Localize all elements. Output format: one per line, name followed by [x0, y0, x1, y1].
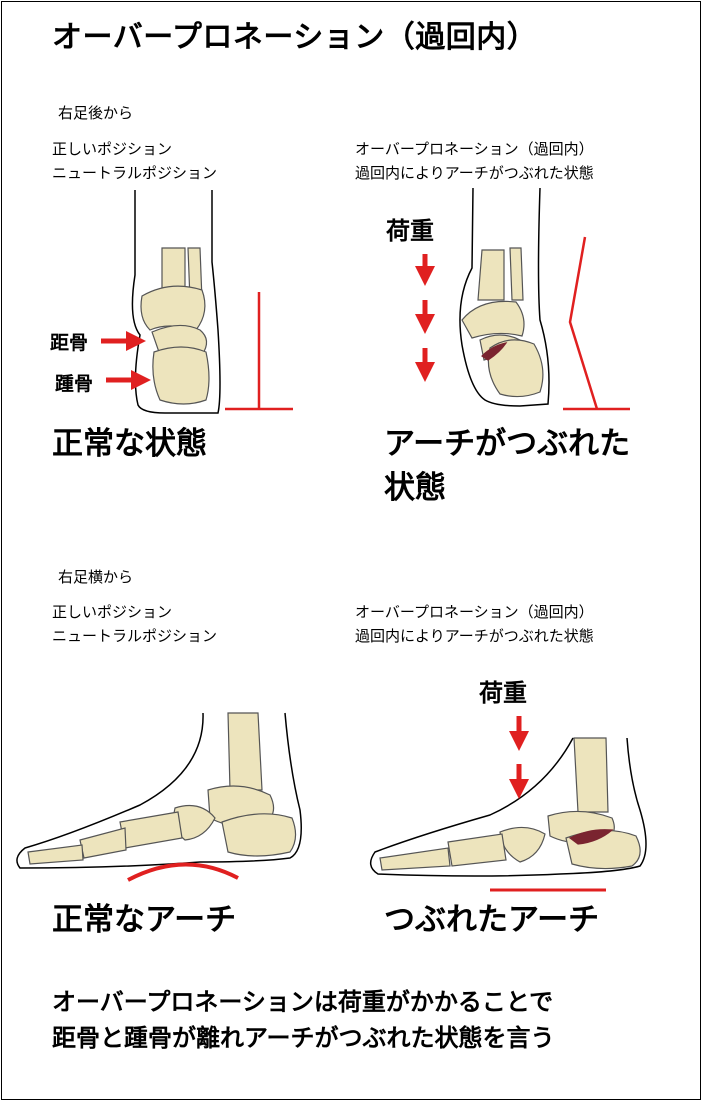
overpronation-caption-side-line1: オーバープロネーション（過回内）: [355, 603, 594, 621]
footer-note: オーバープロネーションは荷重がかかることで 距骨と踵骨が離れアーチがつぶれた状態…: [52, 984, 555, 1056]
phalanges-bone: [27, 844, 84, 865]
neutral-caption-side-line1: 正しいポジション: [52, 603, 173, 621]
neutral-side-foot: [16, 712, 302, 869]
load-label-rear: 荷重: [386, 217, 434, 245]
metatarsal-bone: [447, 833, 507, 867]
talus-bone: [461, 300, 525, 339]
overpronated-rear-foot: [459, 187, 550, 407]
collapsed-state-label-line2: 状態: [384, 470, 446, 506]
bone-pointer-arrows: [101, 331, 151, 390]
fibula-bone: [509, 247, 524, 301]
navicular-bone: [499, 826, 546, 863]
compressed-tissue: [568, 829, 614, 845]
calcaneus-bone: [487, 339, 544, 398]
calcaneus-bone: [152, 346, 210, 405]
overpronation-caption-side-line2: 過回内によりアーチがつぶれた状態: [355, 627, 594, 645]
tibia-bone: [227, 712, 263, 791]
calcaneus-bone: [221, 813, 297, 857]
load-label-side: 荷重: [479, 679, 527, 707]
collapsed-side-foot: [369, 737, 647, 877]
tibia-bone: [477, 249, 505, 301]
talus-label: 距骨: [50, 332, 89, 354]
overpronation-caption-line2: 過回内によりアーチがつぶれた状態: [355, 164, 594, 182]
rear-view-heading: 右足後から: [58, 104, 134, 122]
neutral-caption-line1: 正しいポジション: [52, 140, 173, 158]
calcaneus-label: 踵骨: [55, 373, 94, 395]
overpronation-caption-line1: オーバープロネーション（過回内）: [355, 140, 594, 158]
footer-line1: オーバープロネーションは荷重がかかることで: [52, 988, 554, 1016]
collapsed-arch-label: つぶれたアーチ: [384, 902, 600, 938]
metatarsal-bone: [119, 811, 183, 849]
neutral-caption-side-line2: ニュートラルポジション: [52, 627, 218, 645]
tibia-bone: [573, 737, 609, 813]
phalanges-bone: [379, 847, 451, 871]
footer-line2: 距骨と踵骨が離れアーチがつぶれた状態を言う: [52, 1024, 555, 1052]
talus-bone: [140, 285, 206, 331]
neutral-caption-line2: ニュートラルポジション: [52, 164, 218, 182]
normal-arch-curve: [127, 862, 239, 882]
collapsed-alignment-line: [563, 236, 630, 411]
neutral-rear-foot: [131, 190, 221, 414]
page-title: オーバープロネーション（過回内）: [52, 20, 538, 55]
metatarsal-bone-2: [79, 827, 127, 859]
neutral-alignment-line: [225, 292, 293, 411]
collapsed-state-label-line1: アーチがつぶれた: [384, 426, 631, 462]
normal-state-label: 正常な状態: [52, 426, 207, 462]
side-view-heading: 右足横から: [58, 568, 134, 586]
compressed-tissue: [481, 342, 508, 361]
normal-arch-label: 正常なアーチ: [52, 902, 237, 938]
